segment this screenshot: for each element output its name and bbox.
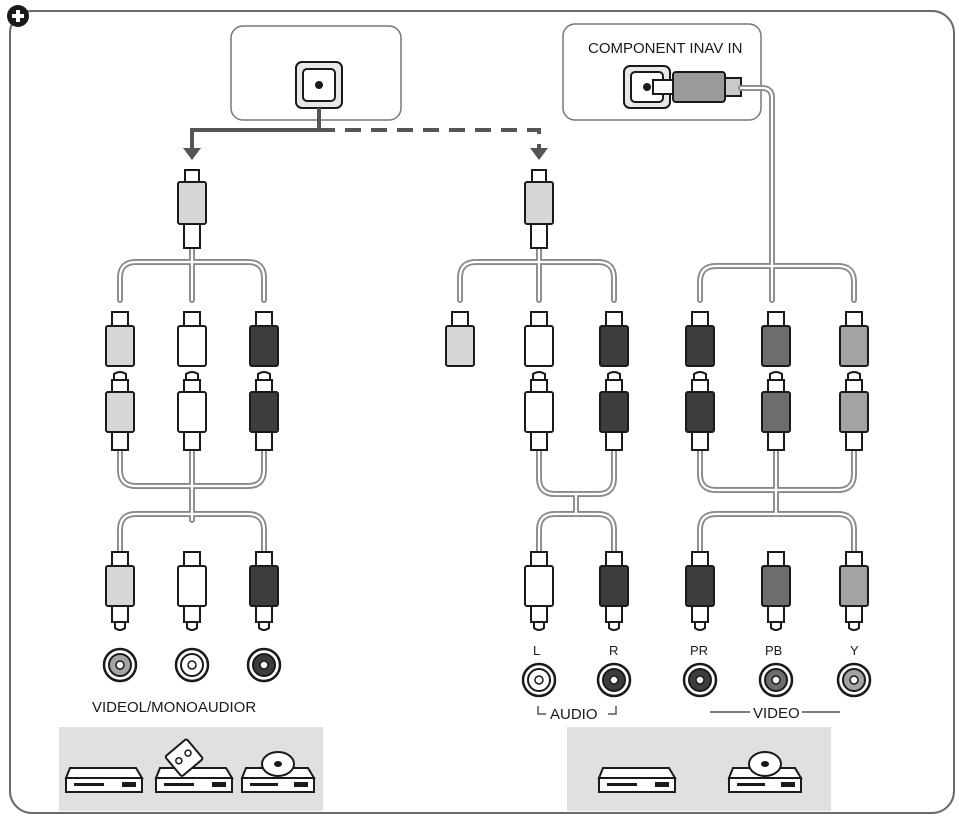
mating-plug [249, 371, 279, 451]
splitter-plug [839, 311, 869, 367]
splitter-plug [685, 311, 715, 367]
audio-bracket [537, 706, 617, 715]
splitter-plug [761, 311, 791, 367]
jack-label-y: Y [850, 643, 859, 658]
rca-jack [246, 647, 282, 683]
mating-plug [105, 371, 135, 451]
rca-jack [682, 662, 718, 698]
arrow-down-icon [183, 148, 201, 160]
av-port-icon [295, 61, 343, 109]
jack-plug [599, 551, 629, 631]
rca-jack [174, 647, 210, 683]
component-in-label: COMPONENT INAV IN [588, 40, 742, 57]
vcr-icon [154, 738, 234, 793]
mating-plug [761, 371, 791, 451]
splitter-plug [177, 311, 207, 367]
arrow-down-icon [530, 148, 548, 160]
video-group-label: VIDEO [753, 705, 800, 722]
av-routing-arrows [190, 108, 541, 150]
left-group-label: VIDEOL/MONOAUDIOR [92, 699, 256, 716]
jack-label-pr: PR [690, 643, 708, 658]
jack-plug [105, 551, 135, 631]
dvd-player-icon [597, 767, 677, 793]
jack-plug [524, 551, 554, 631]
rca-jack [758, 662, 794, 698]
rca-jack [102, 647, 138, 683]
mating-plug [685, 371, 715, 451]
audio-group-label: AUDIO [550, 706, 598, 723]
av-plug-left [177, 169, 207, 249]
mating-plug [524, 371, 554, 451]
jack-plug [761, 551, 791, 631]
jack-plug [177, 551, 207, 631]
dvd-player-icon [64, 767, 144, 793]
splitter-plug [445, 311, 475, 367]
splitter-plug [524, 311, 554, 367]
splitter-plug [599, 311, 629, 367]
jack-plug [685, 551, 715, 631]
rca-jack [521, 662, 557, 698]
component-port-icon [623, 65, 742, 109]
jack-plug [839, 551, 869, 631]
rca-jack [596, 662, 632, 698]
mating-plug [839, 371, 869, 451]
jack-row [102, 647, 872, 698]
plus-circle-icon [7, 5, 29, 27]
plug-rows [105, 311, 869, 631]
jack-plug [249, 551, 279, 631]
jack-label-l: L [533, 643, 540, 658]
splitter-plug [249, 311, 279, 367]
disc-player-icon [240, 751, 316, 793]
mating-plug [177, 371, 207, 451]
splitter-plug [105, 311, 135, 367]
mating-plug [599, 371, 629, 451]
disc-player-icon [727, 751, 803, 793]
jack-label-pb: PB [765, 643, 782, 658]
rca-jack [836, 662, 872, 698]
av-plug-middle [524, 169, 554, 249]
diagram-frame [9, 10, 955, 814]
jack-label-r: R [609, 643, 618, 658]
